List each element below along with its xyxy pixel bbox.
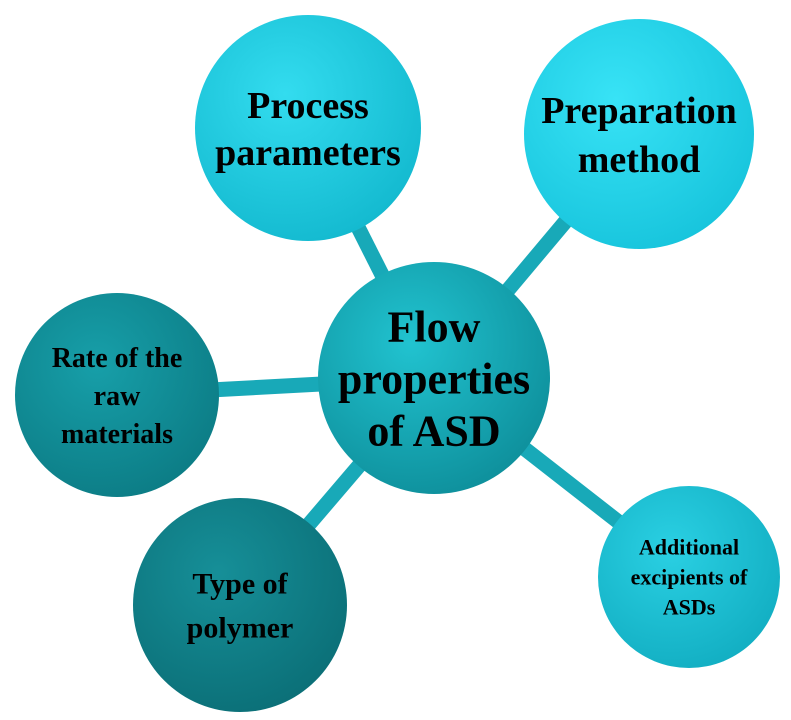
process-parameters-circle <box>195 15 421 241</box>
additional-excipients-circle <box>598 486 780 668</box>
additional-excipients-label-line: Additional <box>639 535 739 560</box>
center-flow-properties-circle <box>318 262 550 494</box>
preparation-method-label-line: Preparation <box>541 90 737 132</box>
rate-of-raw-materials-circle <box>15 293 219 497</box>
rate-of-raw-materials-label-line: raw <box>94 381 141 412</box>
type-of-polymer-label-line: Type of <box>192 568 288 601</box>
center-flow-properties-label-line: properties <box>338 354 530 403</box>
center-flow-properties-label-line: Flow <box>388 302 481 351</box>
type-of-polymer-circle <box>133 498 347 712</box>
preparation-method-label-line: method <box>578 139 700 181</box>
rate-of-raw-materials-label-line: materials <box>61 419 173 450</box>
rate-of-raw-materials-node: Rate of the raw materials <box>15 293 219 497</box>
additional-excipients-label-line: ASDs <box>663 595 716 620</box>
process-parameters-node: Process parameters <box>195 15 421 241</box>
type-of-polymer-node: Type of polymer <box>133 498 347 712</box>
center-flow-properties-label-line: of ASD <box>367 406 500 455</box>
type-of-polymer-label-line: polymer <box>187 612 294 645</box>
rate-of-raw-materials-label-line: Rate of the <box>52 343 183 374</box>
preparation-method-circle <box>524 19 754 249</box>
process-parameters-label-line: parameters <box>215 132 401 174</box>
additional-excipients-node: Additional excipients of ASDs <box>598 486 780 668</box>
preparation-method-node: Preparation method <box>524 19 754 249</box>
additional-excipients-label-line: excipients of <box>631 565 748 590</box>
process-parameters-label-line: Process <box>247 85 369 127</box>
